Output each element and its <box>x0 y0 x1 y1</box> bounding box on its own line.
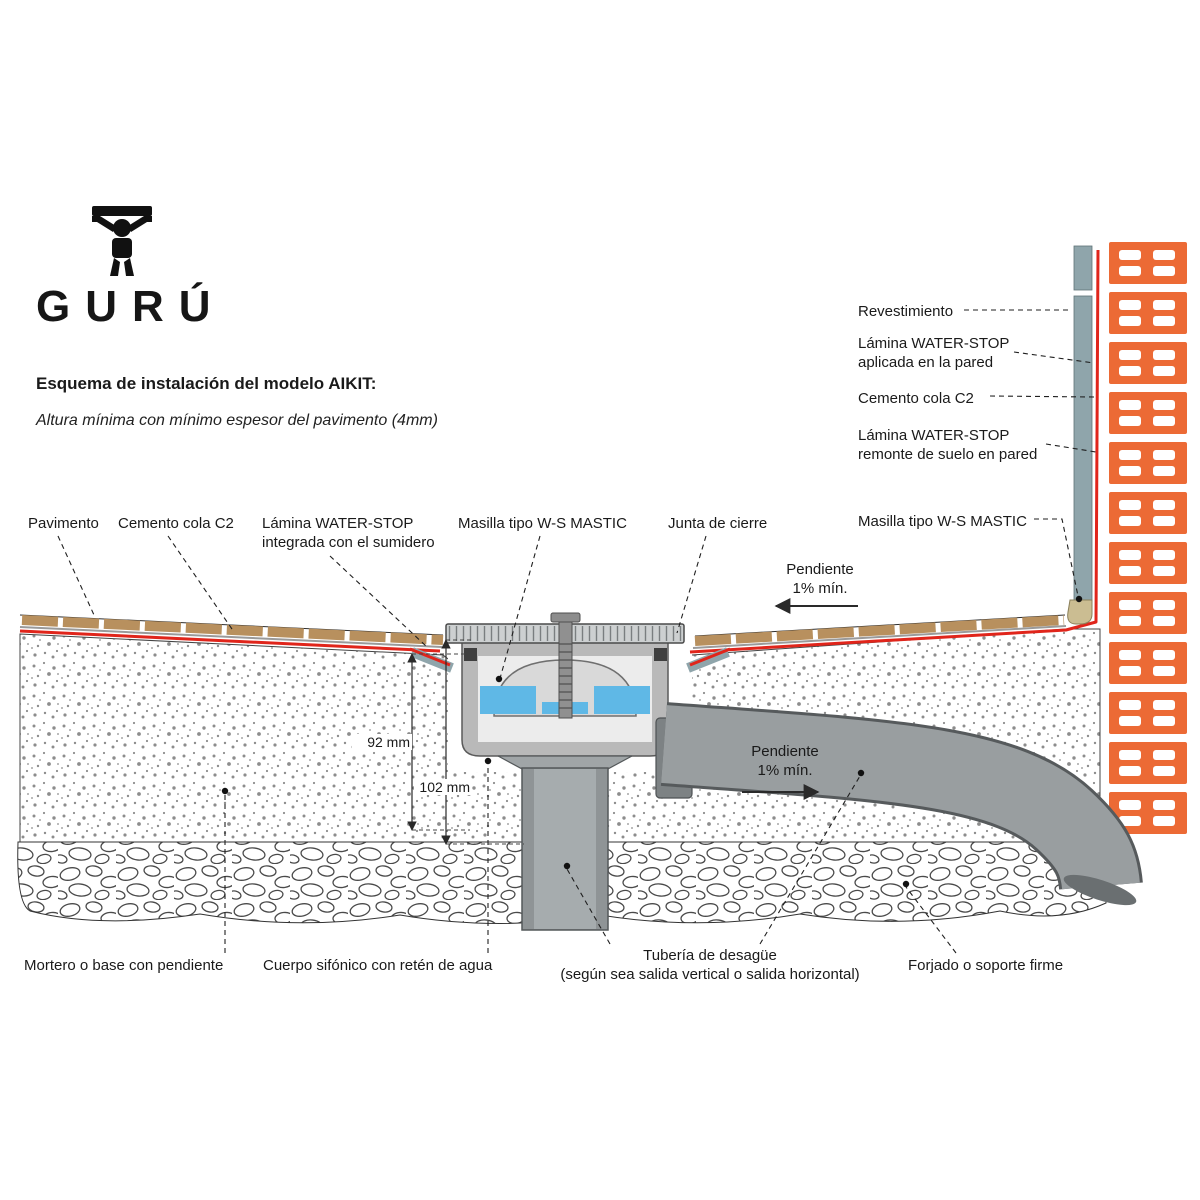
label-forjado: Forjado o soporte firme <box>908 957 1064 974</box>
membrane-right-and-wall <box>689 249 1100 654</box>
dimension-92mm: 92 mm <box>352 734 412 750</box>
adhesive-left <box>19 626 443 648</box>
dot-forjado <box>902 880 910 888</box>
mastic-blob <box>1067 599 1093 625</box>
leader-tuberia-vertical <box>566 868 611 945</box>
label-lamina-integrada: Lámina WATER-STOP integrada con el sumid… <box>262 515 435 551</box>
adhesive-right <box>692 625 1067 649</box>
leader-lamina-integrada <box>329 555 428 648</box>
dot-tuberia-horizontal <box>857 769 865 777</box>
tiles-right <box>694 615 1065 646</box>
screw-head <box>550 612 581 623</box>
leader-lamina-pared <box>1013 351 1095 364</box>
leader-lines <box>57 309 1097 954</box>
label-tuberia: Tubería de desagüe (según sea salida ver… <box>560 947 860 983</box>
leader-pavimento <box>57 535 95 616</box>
leader-cemento-top <box>167 535 235 633</box>
leader-masilla-top <box>498 535 541 683</box>
dot-cuerpo <box>484 757 492 765</box>
revestimiento-panel-top <box>1073 245 1093 291</box>
page-subtitle: Altura mínima con mínimo espesor del pav… <box>36 412 438 429</box>
membrane-left <box>19 629 441 653</box>
label-junta-cierre: Junta de cierre <box>668 515 768 532</box>
label-lamina-pared: Lámina WATER-STOP aplicada en la pared <box>858 335 1010 371</box>
dimension-lines <box>407 639 524 845</box>
leader-masilla-right <box>1034 518 1079 597</box>
leader-forjado <box>905 886 957 954</box>
water-right <box>594 686 650 714</box>
leader-dots <box>221 595 1083 888</box>
vertical-pipe-inner <box>534 769 596 929</box>
label-lamina-remonte: Lámina WATER-STOP remonte de suelo en pa… <box>858 427 1038 463</box>
dimension-102mm: 102 mm <box>414 779 472 795</box>
membrane-wing-right <box>686 647 730 673</box>
label-masilla-top: Masilla tipo W-S MASTIC <box>458 515 627 532</box>
page-title: Esquema de instalación del modelo AIKIT: <box>36 374 377 393</box>
wall-bricks <box>1106 238 1190 840</box>
horizontal-pipe <box>661 705 1140 891</box>
guru-logo-icon <box>92 206 152 276</box>
dot-masilla-top <box>495 675 503 683</box>
tiles-left <box>21 615 444 645</box>
dot-mortero <box>221 787 229 795</box>
label-pavimento: Pavimento <box>28 515 99 532</box>
label-mortero: Mortero o base con pendiente <box>24 957 224 974</box>
clamp-nut-right <box>654 648 667 661</box>
label-masilla-right: Masilla tipo W-S MASTIC <box>858 513 1027 530</box>
dot-masilla-right <box>1075 595 1083 603</box>
membrane-wing-right-red <box>689 647 731 667</box>
label-cuerpo-sifonico: Cuerpo sifónico con retén de agua <box>263 957 493 974</box>
brand-name: GURÚ <box>36 282 226 331</box>
dot-tuberia-vertical <box>563 862 571 870</box>
water-left <box>480 686 536 714</box>
screw-threads <box>559 643 572 709</box>
screw-shaft <box>558 619 573 719</box>
label-revestimiento: Revestimiento <box>858 303 954 320</box>
leader-tuberia-horizontal <box>759 775 861 945</box>
leader-junta <box>676 535 707 634</box>
label-pendiente-top: Pendiente 1% mín. <box>786 561 854 597</box>
label-cemento-cola-top: Cemento cola C2 <box>118 515 234 532</box>
label-cemento-cola-right: Cemento cola C2 <box>858 390 974 407</box>
horizontal-pipe-end <box>1063 874 1137 906</box>
label-pendiente-pipe: Pendiente 1% mín. <box>751 743 819 779</box>
clamp-nut-left <box>464 648 477 661</box>
